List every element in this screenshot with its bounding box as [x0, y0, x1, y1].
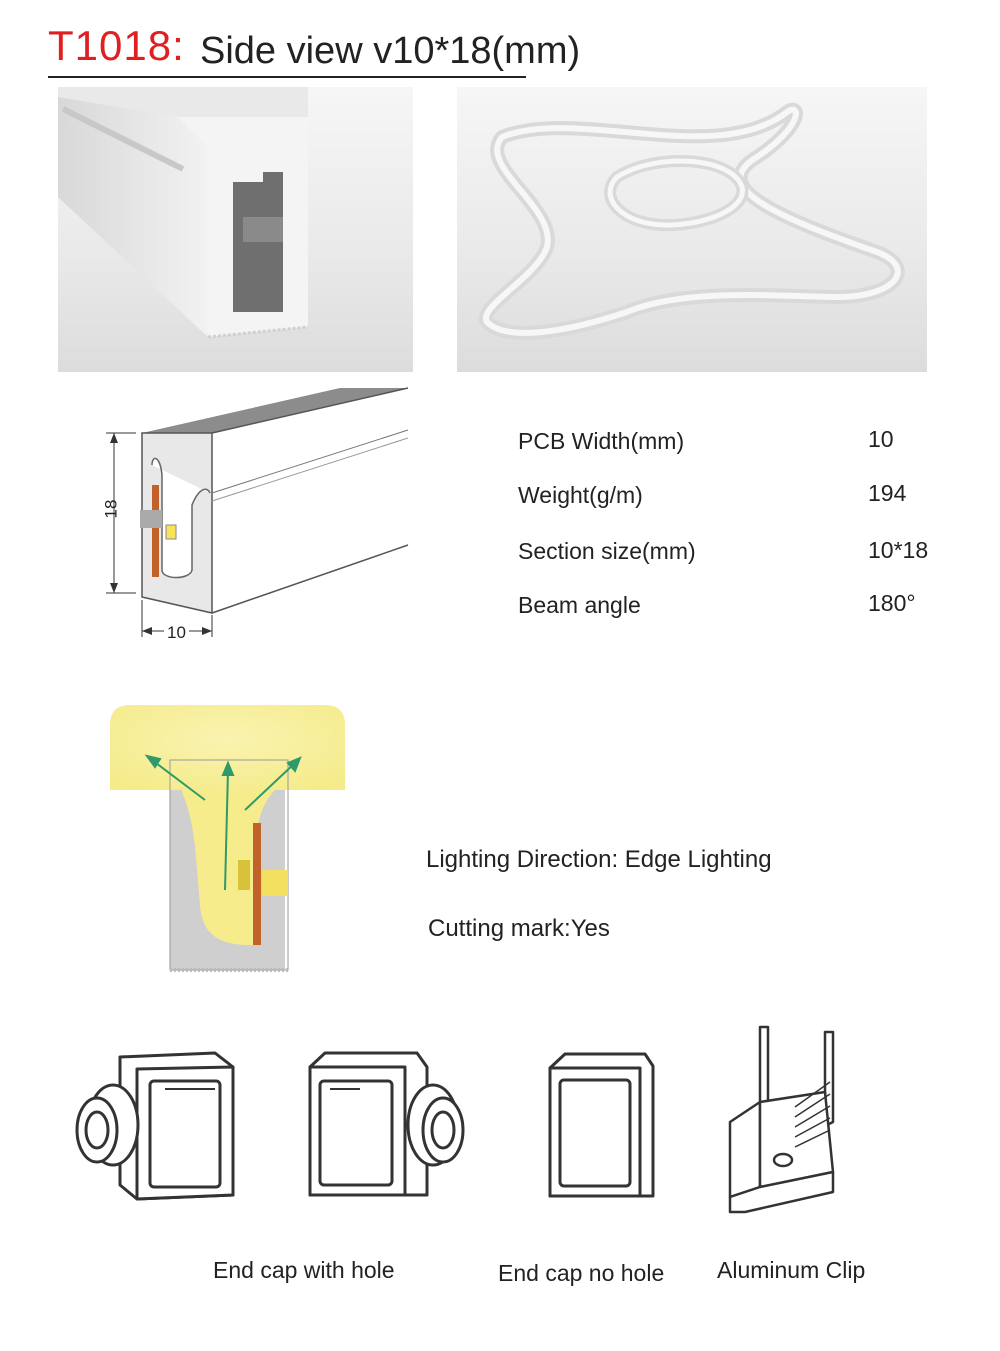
- spec-value-pcb-width: 10: [868, 426, 894, 452]
- caption-aluminum-clip: Aluminum Clip: [717, 1257, 866, 1283]
- profile-photo: [58, 87, 413, 372]
- lighting-diagram: [110, 705, 345, 975]
- end-cap-with-hole-left-drawing: [75, 1045, 245, 1205]
- spec-value-section-size: 10*18: [868, 537, 929, 563]
- spec-value-weight: 194: [868, 480, 907, 506]
- aluminum-clip-drawing: [715, 1022, 845, 1222]
- cutting-mark-text: Cutting mark:Yes: [428, 915, 610, 942]
- spec-label-pcb-width: PCB Width(mm): [518, 428, 685, 454]
- height-dimension-label: 18: [101, 499, 121, 519]
- spec-value-beam-angle: 180°: [868, 590, 916, 616]
- title-underline: [48, 76, 526, 78]
- flexible-strip-photo: [457, 87, 927, 372]
- end-cap-with-hole-right-drawing: [305, 1045, 475, 1205]
- spec-label-weight: Weight(g/m): [518, 482, 643, 508]
- model-code: T1018:: [48, 22, 185, 69]
- spec-label-section-size: Section size(mm): [518, 538, 696, 564]
- width-dimension-label: 10: [164, 623, 189, 643]
- lighting-direction-text: Lighting Direction: Edge Lighting: [426, 846, 772, 873]
- caption-end-cap-no-hole: End cap no hole: [498, 1260, 665, 1286]
- section-drawing: 18 10: [100, 385, 420, 650]
- page-title: Side view v10*18(mm): [200, 30, 581, 72]
- spec-label-beam-angle: Beam angle: [518, 592, 641, 618]
- caption-end-cap-with-hole: End cap with hole: [213, 1257, 395, 1283]
- end-cap-no-hole-drawing: [545, 1050, 655, 1200]
